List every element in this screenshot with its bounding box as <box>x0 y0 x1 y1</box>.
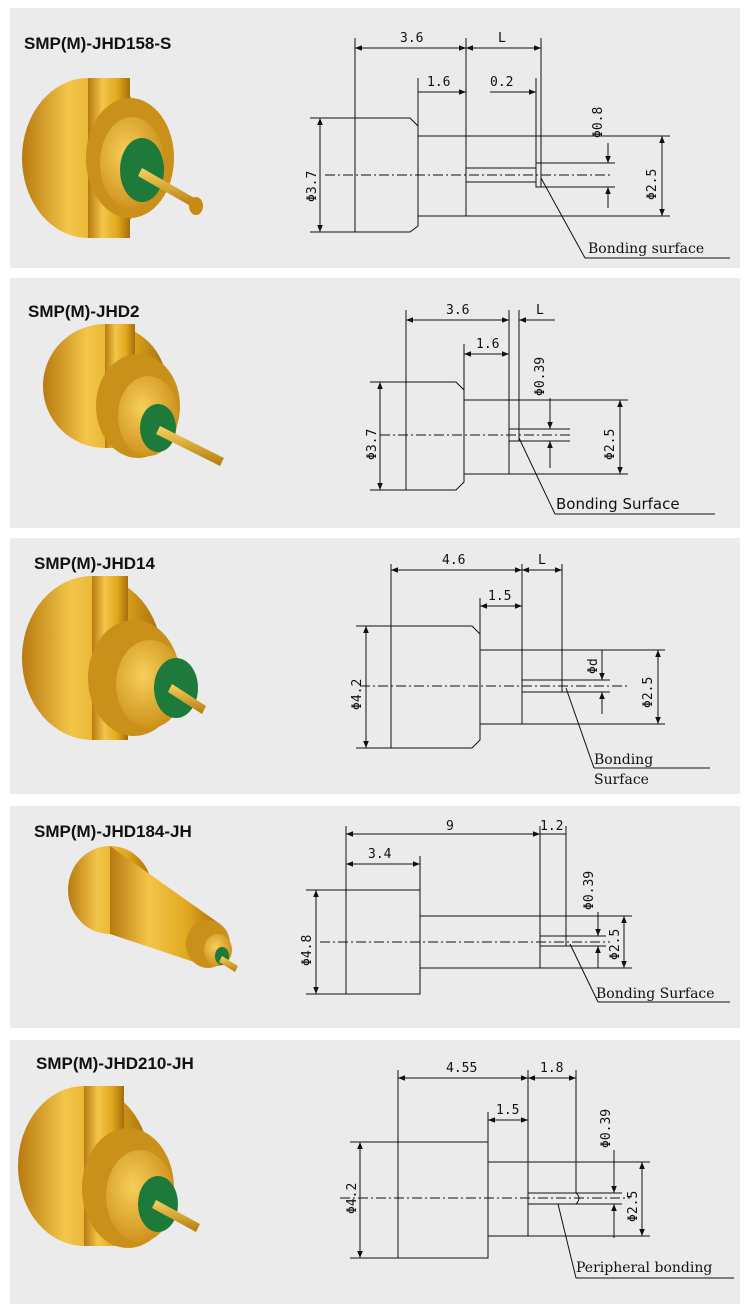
dim-length-step: 1.6 <box>476 337 499 352</box>
dim-length-body: 4.55 <box>446 1061 477 1076</box>
peripheral-bonding-label: Peripheral bonding <box>576 1260 712 1276</box>
model-title: SMP(M)-JHD210-JH <box>36 1054 194 1073</box>
dim-diameter-step: Φ2.5 <box>626 1191 641 1222</box>
dim-diameter-body: Φ4.8 <box>300 935 315 966</box>
dim-length-pin: 1.2 <box>540 819 563 834</box>
model-title: SMP(M)-JHD2 <box>28 302 140 321</box>
dim-diameter-step: Φ2.5 <box>645 169 660 200</box>
dim-length-step: 1.5 <box>488 589 511 604</box>
dim-length-body: 3.6 <box>446 303 469 318</box>
dimension-drawing <box>340 1070 734 1279</box>
dimension-drawing <box>306 826 730 1003</box>
dim-length-body: 3.4 <box>368 847 392 862</box>
dim-diameter-body: Φ4.2 <box>345 1183 360 1214</box>
model-title: SMP(M)-JHD184-JH <box>34 822 192 841</box>
dim-diameter-step: Φ2.5 <box>641 677 656 708</box>
dim-length-body: 4.6 <box>442 553 465 568</box>
bonding-surface-label: Bonding Surface <box>556 495 680 513</box>
dimension-drawing <box>356 564 710 769</box>
dim-length-body: 3.6 <box>400 31 423 46</box>
dim-length-pin: L <box>536 303 544 318</box>
dim-diameter-body: Φ3.7 <box>365 429 380 460</box>
connector-3d-image <box>22 78 203 238</box>
bonding-surface-label: Bonding surface <box>588 241 704 257</box>
dim-diameter-pin: Φ0.39 <box>533 357 548 396</box>
dim-diameter-body: Φ3.7 <box>305 171 320 202</box>
dim-diameter-step: Φ2.5 <box>603 429 618 460</box>
connector-panel-jhd2: SMP(M)-JHD2 3.6 L 1.6 Φ0 <box>10 278 740 528</box>
dim-length-pin: 1.8 <box>540 1061 563 1076</box>
bonding-surface-label-line2: Surface <box>594 772 649 788</box>
dim-diameter-step: Φ2.5 <box>608 929 623 960</box>
connector-panel-jhd158-s: SMP(M)-JHD158-S <box>10 8 740 268</box>
connector-3d-image <box>43 324 224 466</box>
model-title: SMP(M)-JHD158-S <box>24 34 172 53</box>
dim-length-pin: L <box>538 553 546 568</box>
dim-length-pin: L <box>498 31 506 46</box>
dim-length-total: 9 <box>446 819 454 834</box>
dim-length-head: 0.2 <box>490 75 513 90</box>
bonding-surface-label: Bonding Surface <box>596 986 715 1002</box>
connector-panel-jhd14: SMP(M)-JHD14 4.6 L 1.5 Φ <box>10 538 740 794</box>
dim-diameter-pin: Φ0.39 <box>582 871 597 910</box>
connector-panel-jhd210-jh: SMP(M)-JHD210-JH 4.55 1.8 1. <box>10 1040 740 1304</box>
dimension-drawing <box>310 38 730 259</box>
dim-diameter-pin: Φ0.8 <box>591 107 606 138</box>
dim-length-step: 1.6 <box>427 75 450 90</box>
dim-diameter-pin: Φ0.39 <box>599 1109 614 1148</box>
connector-3d-image <box>22 576 206 740</box>
dimension-drawing <box>370 310 715 515</box>
connector-3d-image <box>68 846 238 972</box>
model-title: SMP(M)-JHD14 <box>34 554 155 573</box>
connector-3d-image <box>18 1086 200 1248</box>
dim-length-step: 1.5 <box>496 1103 519 1118</box>
bonding-surface-label-line1: Bonding <box>594 752 653 768</box>
dim-diameter-body: Φ4.2 <box>350 679 365 710</box>
dim-diameter-pin: Φd <box>586 658 601 674</box>
connector-panel-jhd184-jh: SMP(M)-JHD184-JH 9 1.2 3.4 <box>10 806 740 1028</box>
